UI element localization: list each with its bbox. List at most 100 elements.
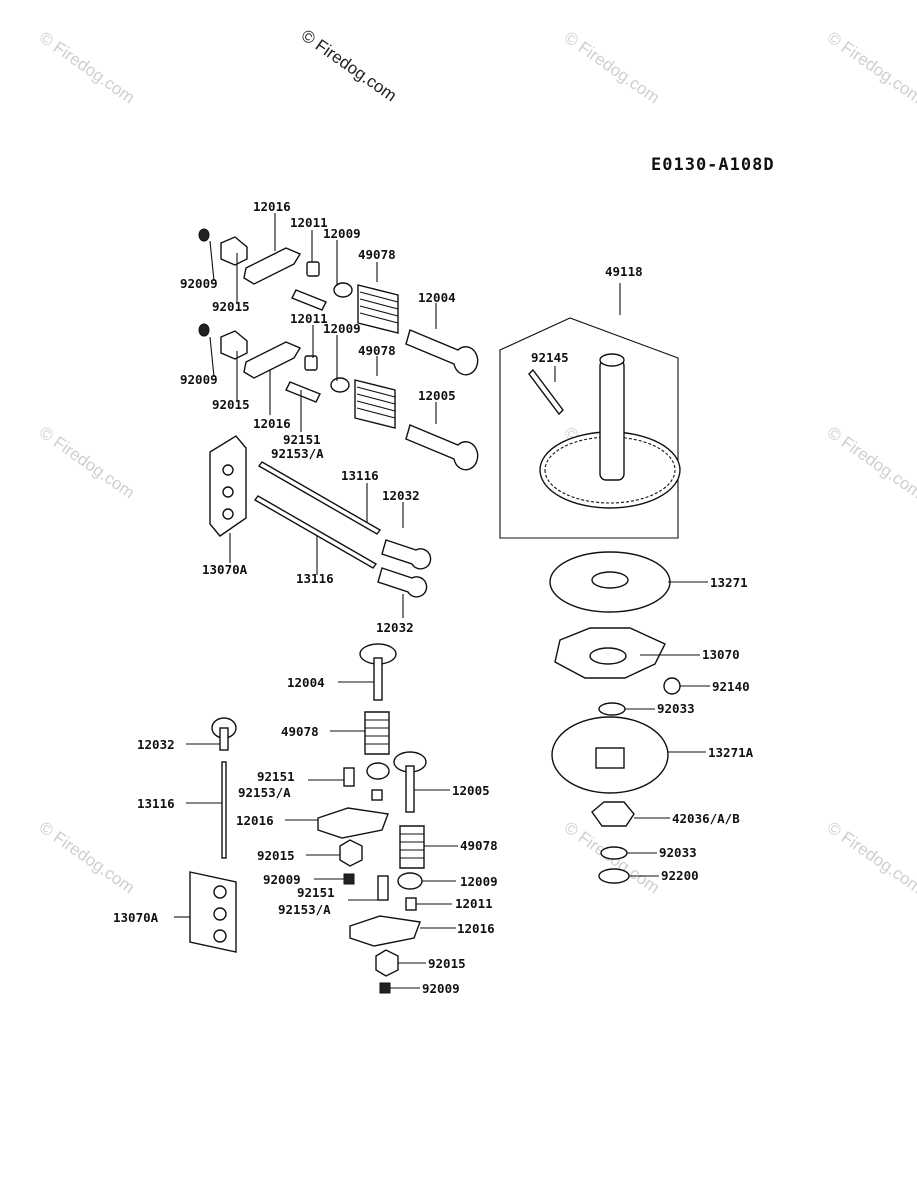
part-label-92200: 92200 <box>661 868 699 883</box>
part-label-49078: 49078 <box>460 838 498 853</box>
part-label-13070A: 13070A <box>202 562 248 577</box>
part-labels: 12016 12011 12009 49078 92009 92015 1200… <box>113 199 754 996</box>
washer-92200 <box>598 868 630 884</box>
collar-12011 <box>306 261 320 277</box>
part-label-92015: 92015 <box>212 397 250 412</box>
spring-49078 <box>364 711 390 755</box>
part-label-12011: 12011 <box>455 896 493 911</box>
part-label-12009: 12009 <box>323 226 361 241</box>
rocker-arm-12016 <box>243 341 302 379</box>
part-label-92145: 92145 <box>531 350 569 365</box>
part-label-92015: 92015 <box>428 956 466 971</box>
part-label-13070A: 13070A <box>113 910 159 925</box>
part-label-92033: 92033 <box>657 701 695 716</box>
part-label-42036: 42036/A/B <box>672 811 740 826</box>
part-label-92015: 92015 <box>212 299 250 314</box>
part-label-12009: 12009 <box>323 321 361 336</box>
part-label-49078: 49078 <box>358 247 396 262</box>
valve-12004 <box>405 329 479 376</box>
diagram-code: E0130-A108D <box>651 155 775 175</box>
part-label-12005: 12005 <box>452 783 490 798</box>
part-label-92009: 92009 <box>180 276 218 291</box>
part-label-13070: 13070 <box>702 647 740 662</box>
push-rod-13116 <box>221 761 227 859</box>
part-label-12032: 12032 <box>376 620 414 635</box>
pin-92145 <box>528 368 564 416</box>
collar-12011 <box>405 897 417 911</box>
nut-92009 <box>198 228 210 242</box>
rocker-arm-12016 <box>349 915 421 947</box>
stud-92151 <box>377 875 389 901</box>
pivot-92015 <box>375 949 399 977</box>
watermark-faint: © Firedog.com <box>824 28 917 108</box>
part-label-12016: 12016 <box>253 416 291 431</box>
spring-49078 <box>357 284 399 334</box>
spring-49078 <box>354 379 396 429</box>
stud-92151 <box>291 289 327 311</box>
watermark-faint: © Firedog.com <box>561 28 663 108</box>
part-label-12004: 12004 <box>418 290 456 305</box>
nut-92009 <box>379 982 391 994</box>
watermark-faint: © Firedog.com <box>824 423 917 503</box>
part-label-92009: 92009 <box>263 872 301 887</box>
part-label-12005: 12005 <box>418 388 456 403</box>
part-label-12016: 12016 <box>236 813 274 828</box>
part-label-92151: 92151 <box>297 885 335 900</box>
part-label-13116: 13116 <box>341 468 379 483</box>
part-label-12009: 12009 <box>460 874 498 889</box>
collar-12011 <box>304 355 318 371</box>
part-label-13116: 13116 <box>137 796 175 811</box>
nut-92009 <box>343 873 355 885</box>
part-label-12016: 12016 <box>457 921 495 936</box>
part-label-92151: 92151 <box>283 432 321 447</box>
push-rod-13116 <box>257 461 382 535</box>
part-label-92009: 92009 <box>422 981 460 996</box>
watermark-faint: © Firedog.com <box>36 818 138 898</box>
rocker-arm-12016 <box>317 807 389 839</box>
part-label-12004: 12004 <box>287 675 325 690</box>
part-label-92153: 92153/A <box>238 785 291 800</box>
watermark-main: © Firedog.com <box>298 26 400 106</box>
camshaft-box <box>499 317 679 539</box>
sleeve-42036 <box>591 801 635 827</box>
part-label-92009: 92009 <box>180 372 218 387</box>
valve-12005 <box>405 424 479 471</box>
nut-92009 <box>198 323 210 337</box>
part-label-12032: 12032 <box>382 488 420 503</box>
push-rod-13116 <box>253 495 378 569</box>
valve-assembly-upper <box>198 213 479 618</box>
part-label-12011: 12011 <box>290 215 328 230</box>
pivot-92015 <box>220 330 248 360</box>
ball-92140 <box>663 677 681 695</box>
part-label-92033: 92033 <box>659 845 697 860</box>
tappet-12032 <box>377 567 428 598</box>
part-label-13116: 13116 <box>296 571 334 586</box>
pivot-92015 <box>339 839 363 867</box>
snap-ring-92033 <box>598 702 626 716</box>
spring-49078 <box>399 825 425 869</box>
part-label-13271: 13271 <box>710 575 748 590</box>
part-label-92140: 92140 <box>712 679 750 694</box>
part-label-49078: 49078 <box>358 343 396 358</box>
rocker-arm-12016 <box>243 247 302 285</box>
retainer-12009 <box>330 377 350 393</box>
watermark-faint: © Firedog.com <box>36 28 138 108</box>
retainer <box>366 762 390 780</box>
push-rod-guide-13070A <box>189 871 237 953</box>
part-label-92153: 92153/A <box>271 446 324 461</box>
part-label-12032: 12032 <box>137 737 175 752</box>
camshaft <box>599 359 625 481</box>
pivot-92015 <box>220 236 248 266</box>
retainer-12009 <box>397 872 423 890</box>
part-label-12011: 12011 <box>290 311 328 326</box>
tappet-12032 <box>381 539 432 570</box>
part-label-12016: 12016 <box>253 199 291 214</box>
snap-ring-92033 <box>600 846 628 860</box>
part-label-92153: 92153/A <box>278 902 331 917</box>
part-label-92015: 92015 <box>257 848 295 863</box>
part-label-13271A: 13271A <box>708 745 754 760</box>
part-label-49118: 49118 <box>605 264 643 279</box>
part-label-49078: 49078 <box>281 724 319 739</box>
